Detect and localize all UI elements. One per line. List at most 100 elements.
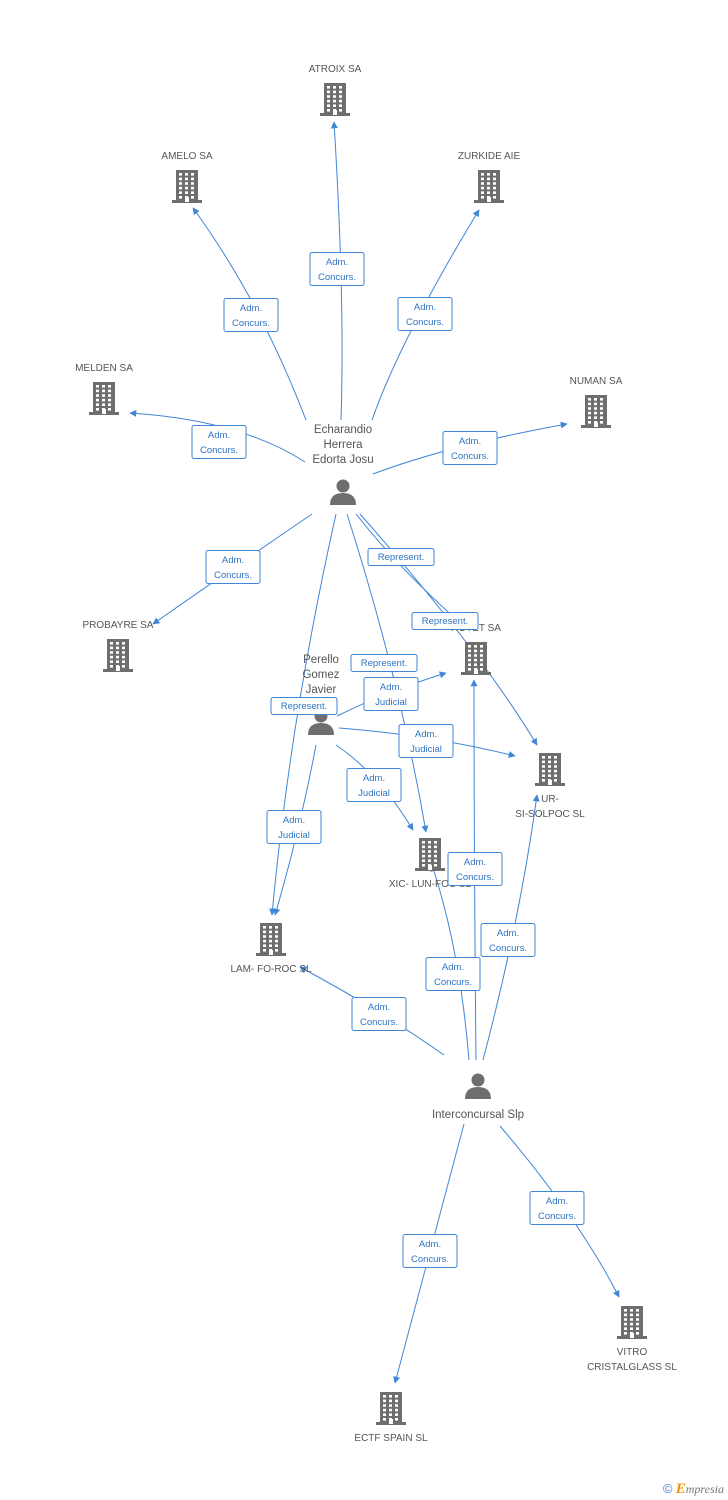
building-icon [376, 1392, 406, 1425]
brand-initial: E [675, 1481, 686, 1497]
edge-label-box[interactable]: Adm. Concurs. [480, 923, 536, 957]
edge-label-text: Concurs. [232, 318, 270, 329]
building-icon [461, 642, 491, 675]
edge-label-border [480, 923, 536, 957]
company-node-zurkide[interactable]: ZURKIDE AIE [458, 151, 521, 203]
person-name: Interconcursal Slp [432, 1109, 524, 1121]
company-node-probayre[interactable]: PROBAYRE SA [83, 620, 154, 672]
edge-label-text: Concurs. [411, 1254, 449, 1265]
edge-label-text: Judicial [278, 830, 310, 841]
edge-label-box[interactable]: Adm.Judicial [346, 768, 402, 802]
person-name: Gomez [302, 669, 339, 681]
company-node-ursi[interactable]: UR- SI-SOLPOC SL [515, 753, 585, 820]
edge-label-text: Concurs. [318, 272, 356, 283]
company-name: ECTF SPAIN SL [354, 1433, 428, 1444]
edge-label-border [411, 612, 479, 630]
company-name: SI-SOLPOC SL [515, 809, 585, 820]
edge-label-box[interactable]: Adm. Concurs. [309, 252, 365, 286]
edge-label-box[interactable]: Represent. [270, 697, 338, 715]
company-name: UR- [541, 794, 559, 805]
company-name: ZURKIDE AIE [458, 151, 521, 162]
edge-label-border [191, 425, 247, 459]
edge-label-box[interactable]: Adm.Concurs. [191, 425, 247, 459]
company-node-atroix[interactable]: ATROIX SA [309, 64, 362, 116]
person-name: Echarandio [314, 424, 372, 436]
company-name: ATROIX SA [309, 64, 362, 75]
edge-label-text: Adm. [222, 555, 244, 566]
edge-label-text: Concurs. [456, 872, 494, 883]
edge-label-box[interactable]: Represent. [411, 612, 479, 630]
edge-label-text: Concurs. [360, 1017, 398, 1028]
edge-label-text: Adm. [326, 257, 348, 268]
edge-label-border [270, 697, 338, 715]
edge-label-box[interactable]: Adm.Concurs. [351, 997, 407, 1031]
person-name: Herrera [324, 439, 364, 451]
nodes-layer: ATROIX SA AMELO SA ZURKIDE AIE MELDEN SA NUM… [75, 64, 677, 1444]
edge-label-box[interactable]: Adm.Concurs. [397, 297, 453, 331]
edge-label-border [309, 252, 365, 286]
person-name: Perello [303, 654, 339, 666]
company-name: XIC- LUN-FOC SL [389, 879, 472, 890]
edge-label-text: Represent. [422, 616, 468, 627]
edge-label-box[interactable]: Adm.Judicial [266, 810, 322, 844]
edge-label-text: Concurs. [489, 943, 527, 954]
edge-label-border [266, 810, 322, 844]
brand-logo[interactable]: © Empresia [663, 1481, 724, 1498]
edge-label-text: Adm. [414, 302, 436, 313]
building-icon [320, 83, 350, 116]
edge-label-box[interactable]: Represent. [350, 654, 418, 672]
edge-label-box[interactable]: Adm.Judicial [398, 724, 454, 758]
edge-label-box[interactable]: Adm. Concurs. [442, 431, 498, 465]
edge-label-border [425, 957, 481, 991]
edge-label-text: Adm. [464, 857, 486, 868]
company-name: AMELO SA [161, 151, 212, 162]
company-node-lam[interactable]: LAM- FO-ROC SL [230, 923, 312, 975]
edge-label-text: Adm. [419, 1239, 441, 1250]
brand-name: mpresia [685, 1482, 724, 1496]
edge-label-border [367, 548, 435, 566]
edge-label-border [397, 297, 453, 331]
edge-label-text: Adm. [208, 430, 230, 441]
edge-label-border [447, 852, 503, 886]
edge-label-text: Adm. [459, 436, 481, 447]
edge-label-text: Concurs. [451, 451, 489, 462]
edge-label-text: Represent. [378, 552, 424, 563]
edge-label-border [363, 677, 419, 711]
company-node-rotet[interactable]: ROTET SA [451, 623, 501, 675]
person-icon [465, 1073, 491, 1099]
company-node-ectf[interactable]: ECTF SPAIN SL [354, 1392, 428, 1444]
building-icon [256, 923, 286, 956]
building-icon [474, 170, 504, 203]
edge-label-text: Adm. [442, 962, 464, 973]
company-node-amelo[interactable]: AMELO SA [161, 151, 213, 203]
edge-label-text: Judicial [410, 744, 442, 755]
edge-label-text: Judicial [358, 788, 390, 799]
company-node-melden[interactable]: MELDEN SA [75, 363, 133, 415]
person-node-interconcursal[interactable]: Interconcursal Slp [432, 1073, 524, 1122]
edge-label-box[interactable]: Adm. Concurs. [447, 852, 503, 886]
building-icon [103, 639, 133, 672]
edge-label-box[interactable]: Adm.Concurs. [529, 1191, 585, 1225]
edge-label-box[interactable]: Represent. [367, 548, 435, 566]
edge-label-box[interactable]: Adm.Judicial [363, 677, 419, 711]
company-node-numan[interactable]: NUMAN SA [570, 376, 623, 428]
company-name: CRISTALGLASS SL [587, 1362, 677, 1373]
edge-label-box[interactable]: Adm.Concurs. [205, 550, 261, 584]
edge-label-text: Adm. [497, 928, 519, 939]
edge-label-box[interactable]: Adm.Concurs. [425, 957, 481, 991]
edge-label-text: Represent. [281, 701, 327, 712]
edge-label-box[interactable]: Adm. Concurs. [402, 1234, 458, 1268]
edge-label-box[interactable]: Adm.Concurs. [223, 298, 279, 332]
building-icon [581, 395, 611, 428]
person-icon [330, 479, 356, 505]
edge-labels-layer: Adm. Concurs. Adm. Concurs. Adm. Concurs. Adm.… [191, 252, 585, 1268]
edge-echarandio-rotet [355, 513, 467, 629]
company-node-xic[interactable]: XIC- LUN-FOC SL [389, 838, 472, 890]
edge-echarandio-xic [346, 513, 429, 833]
company-name: MELDEN SA [75, 363, 133, 374]
edge-label-border [442, 431, 498, 465]
